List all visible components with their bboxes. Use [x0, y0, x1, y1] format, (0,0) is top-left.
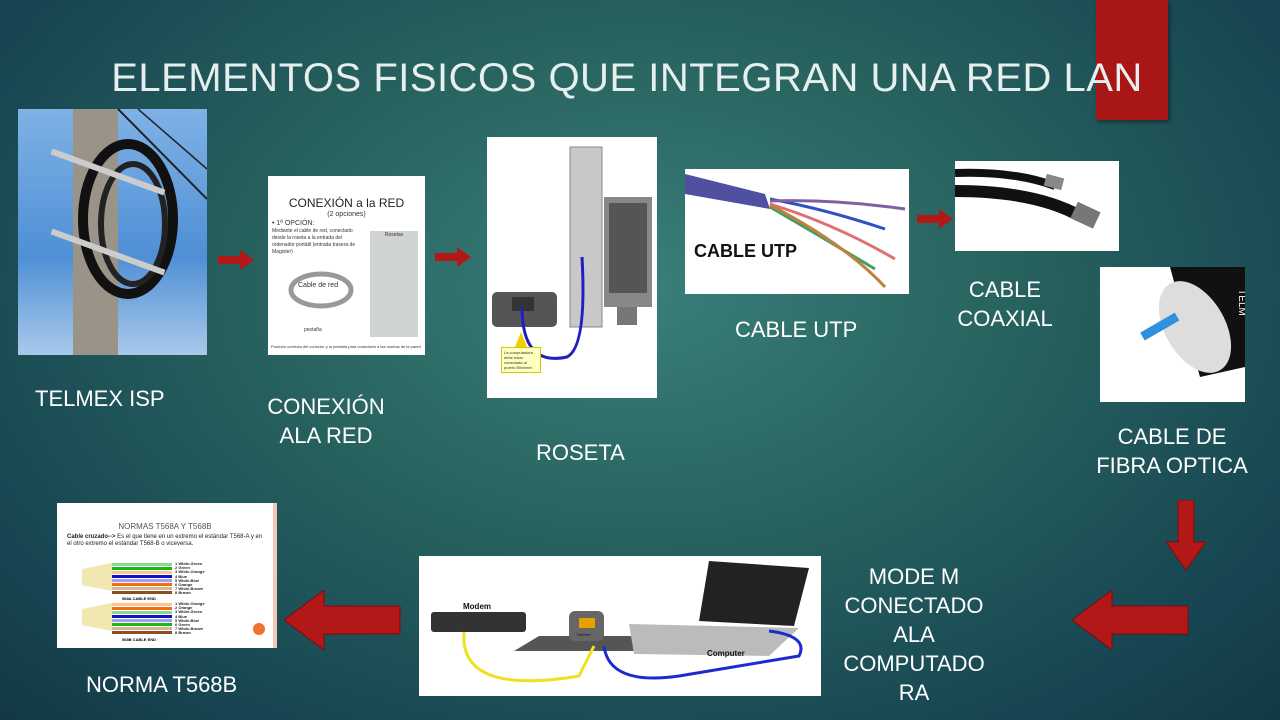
pair-label: 1 White-Green: [175, 561, 203, 566]
label-utp: CABLE UTP: [735, 317, 858, 342]
pair-label: 3 White-Green: [175, 609, 203, 615]
label-coaxial-line2: COAXIAL: [957, 306, 1053, 331]
arrow-right-icon: [917, 209, 953, 229]
conexion-red-image: CONEXIÓN a la RED (2 opciones) • 1ª OPCI…: [268, 176, 425, 355]
norma-image-title: NORMAS T568A Y T568B: [118, 522, 212, 531]
pair-label: 7 White-Brown: [175, 626, 203, 632]
label-norma: NORMA T568B: [86, 672, 238, 697]
rosetas-label: Rosetas: [384, 232, 404, 238]
norma-image-text: Cable cruzado--> Es el que tiene en un e…: [57, 531, 273, 548]
pair-label: 2 Orange: [175, 605, 193, 611]
norma-t568b-image: NORMAS T568A Y T568B Cable cruzado--> Es…: [57, 503, 277, 648]
norma-image-bold: Cable cruzado-->: [67, 534, 116, 540]
label-modem-line4: COMPUTADO: [843, 651, 985, 676]
telmex-pole-image: [18, 108, 208, 355]
label-conexion-line2: ALA RED: [279, 423, 373, 448]
arrow-left-icon: [284, 590, 401, 650]
pair-label: 2 Green: [175, 565, 190, 571]
orange-dot: [253, 623, 265, 635]
label-modem-line1: MODE M: [868, 564, 960, 589]
label-roseta: ROSETA: [536, 440, 625, 465]
label-fibra-line2: FIBRA OPTICA: [1096, 453, 1248, 478]
label-modem-line2: CONECTADO: [844, 593, 984, 618]
cable-coaxial-image: [955, 161, 1119, 251]
utp-image-text: CABLE UTP: [694, 241, 797, 261]
label-coaxial: CABLE COAXIAL: [945, 275, 1065, 333]
pair-label: 7 White-Brown: [175, 586, 203, 592]
label-fibra: CABLE DE FIBRA OPTICA: [1090, 422, 1254, 480]
roseta-note: La computadora debe estar conectada al p…: [501, 347, 541, 373]
label-conexion: CONEXIÓN ALA RED: [256, 392, 396, 450]
accent-bar: [1096, 0, 1168, 120]
label-modem-line3: ALA: [893, 622, 935, 647]
conexion-image-cable: Cable de red: [298, 282, 339, 289]
conexion-image-subtitle: (2 opciones): [327, 211, 366, 218]
arrow-left-icon: [1072, 590, 1189, 650]
arrow-right-icon: [218, 250, 254, 270]
pestana-label: pestaña: [304, 327, 322, 333]
pair-label: 5 White-Blue: [175, 577, 200, 583]
conexion-image-title: CONEXIÓN a la RED: [288, 196, 405, 210]
norma-b-end: 568B CABLE END: [122, 637, 157, 642]
label-conexion-line1: CONEXIÓN: [267, 394, 385, 419]
modem-computadora-image: Modem Computer Internet: [419, 556, 821, 696]
modem-image-label: Modem: [463, 602, 491, 611]
label-fibra-line1: CABLE DE: [1117, 424, 1227, 449]
label-telmex: TELMEX ISP: [35, 386, 165, 411]
label-coaxial-line1: CABLE: [968, 277, 1042, 302]
pair-label: 8 Brown: [175, 590, 191, 596]
norma-image-desc: Es el que tiene en un extremo el estánda…: [67, 534, 263, 547]
cable-utp-image: CABLE UTP: [685, 169, 909, 294]
fibra-optica-image: TELM: [1100, 267, 1245, 402]
conexion-image-text: Mediante el cable de red, conectado desd…: [272, 228, 356, 255]
rosetas-photo: Rosetas: [370, 231, 418, 337]
pair-label: 1 White-Orange: [175, 601, 205, 606]
arrow-right-icon: [435, 247, 471, 267]
pair-label: 3 White-Orange: [175, 569, 205, 575]
computer-image-label: Computer: [707, 649, 745, 658]
label-modem: MODE M CONECTADO ALA COMPUTADO RA: [832, 562, 996, 707]
label-modem-line5: RA: [898, 680, 930, 705]
fibra-image-text: TELM: [1235, 289, 1245, 316]
pair-label: 5 White-Blue: [175, 617, 200, 623]
norma-a-end: 568A CABLE END: [122, 596, 156, 601]
pair-label: 4 Blue: [175, 573, 188, 579]
internet-image-label: Internet: [577, 632, 591, 637]
pair-label: 6 Green: [175, 622, 190, 628]
pair-label: 6 Orange: [175, 582, 193, 588]
conexion-image-option: • 1ª OPCIÓN:: [272, 220, 315, 227]
conexion-image-footer: Posición correcta del conector y la pest…: [271, 344, 421, 349]
roseta-image: La computadora debe estar conectada al p…: [487, 137, 657, 398]
pair-label: 8 Brown: [175, 630, 191, 636]
slide-title: ELEMENTOS FISICOS QUE INTEGRAN UNA RED L…: [111, 56, 1143, 100]
arrow-down-icon: [1166, 500, 1206, 570]
pair-label: 4 Blue: [175, 613, 188, 619]
